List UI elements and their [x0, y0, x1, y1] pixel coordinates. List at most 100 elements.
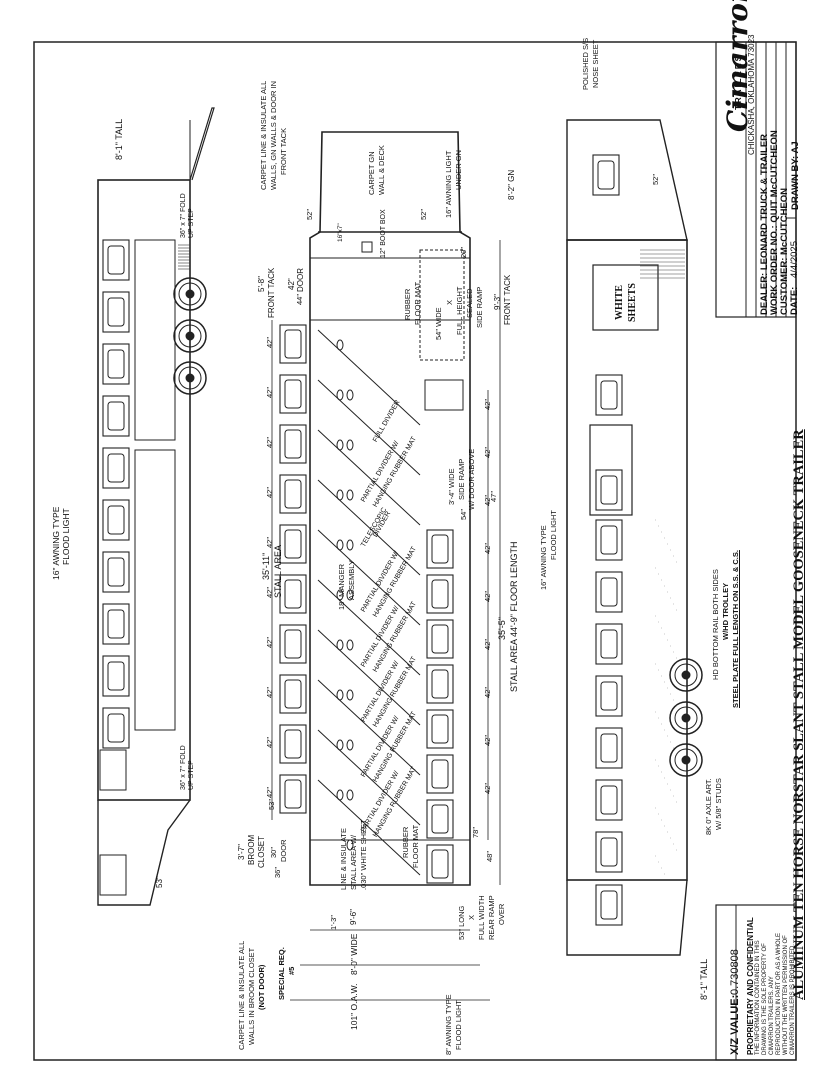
plan-window-left — [279, 324, 307, 364]
dim-9-6: 9'-6" — [349, 909, 358, 925]
dim-20: 20" — [459, 246, 468, 258]
left-step-bot-1: 36" x 7" FOLD — [180, 745, 187, 790]
note-wide-ramp-2: SIDE RAMP — [457, 458, 466, 500]
note-special-2: #5 — [287, 966, 296, 975]
note-rubber-front-1: RUBBER — [403, 288, 412, 320]
note-rear-ramp-1: 53" LONG — [457, 905, 466, 940]
stall-dim-42-right: 42" — [483, 734, 492, 746]
plan-window-right-pane — [431, 534, 449, 564]
stall-divider — [317, 379, 421, 476]
note-carpet-gn-2: WALL & DECK — [377, 145, 386, 195]
plan-window-right-pane — [431, 804, 449, 834]
plan-window-left — [279, 624, 307, 664]
note-broom-3: CLOSET — [257, 835, 266, 868]
stall-area-right-1: 35'-5" — [497, 617, 507, 640]
left-step-top-1: 36" x 7" FOLD — [180, 193, 187, 238]
stall-dim-42: 42" — [265, 536, 274, 548]
right-wheel-hub — [681, 755, 691, 765]
note-broom-2: BROOM — [247, 834, 256, 865]
xz-value: 0.730808 — [729, 949, 741, 995]
right-window — [595, 519, 623, 561]
proprietary-line: THE INFORMATION CONTAINED IN THIS — [755, 940, 761, 1055]
stall-dim-42: 42" — [265, 486, 274, 498]
stall-divider — [317, 729, 421, 826]
dim-8-wide: 8'-0" WIDE — [349, 933, 359, 975]
tie-ring — [346, 739, 354, 751]
date-field: DATE: — [789, 286, 800, 315]
left-window-pane — [107, 713, 125, 743]
dim-front-tack-2: FRONT TACK — [267, 267, 276, 318]
stall-dim-42: 42" — [265, 586, 274, 598]
tie-ring — [336, 689, 344, 701]
stall-divider — [317, 779, 421, 876]
plan-window-right — [426, 529, 454, 569]
tie-ring — [346, 689, 354, 701]
note-rear-ramp-3: FULL WIDTH — [477, 895, 486, 940]
right-window-pane — [600, 629, 618, 659]
note-carpet-broom-1: CARPET LINE & INSULATE ALL — [237, 940, 246, 1050]
right-nose-window — [592, 154, 620, 196]
note-awning-side-2: FLOOD LIGHT — [549, 509, 558, 560]
right-wheel — [669, 658, 703, 692]
left-window — [102, 499, 130, 541]
stall-dim-42: 42" — [265, 386, 274, 398]
left-awning-note-1: 16" AWNING TYPE — [51, 506, 61, 580]
note-boot-box: 12" BOOT BOX — [380, 209, 387, 258]
note-side-ramp-2: X — [445, 299, 454, 305]
stall-dim-42: 42" — [265, 686, 274, 698]
plan-window-left-pane — [284, 579, 302, 609]
xz-label: X/Z VALUE: — [729, 994, 741, 1055]
plan-window-left — [279, 374, 307, 414]
drawing-title: ALUMINUM TEN HORSE NORSTAR SLANT STALL M… — [791, 429, 807, 1000]
left-window-pane — [107, 349, 125, 379]
note-white-sheet-1: LINE & INSULATE — [339, 828, 348, 890]
left-window — [102, 343, 130, 385]
right-window-pane — [600, 837, 618, 867]
plan-window-right-pane — [431, 849, 449, 879]
note-axle-1: 8K 0" AXLE ART. — [704, 778, 713, 835]
note-carpet-front-1: CARPET LINE & INSULATE ALL — [259, 80, 268, 190]
right-wheel — [669, 701, 703, 735]
white-sheets-1: WHITE — [614, 284, 625, 320]
logo-sub: TRAILERS — [734, 54, 743, 110]
dim-36: 36" — [273, 866, 282, 878]
note-white-sheet-2: STALL AREA W/ — [349, 834, 358, 890]
stall-divider — [317, 579, 421, 676]
title-block — [715, 41, 797, 318]
note-rubber-front-2: FLOOR MAT — [413, 281, 422, 325]
dim-front-tack-4: FRONT TACK — [503, 274, 512, 325]
left-wheel-rim — [178, 366, 202, 390]
note-side-ramp-3: FULL HEIGHT — [455, 286, 464, 335]
note-rear-ramp-2: X — [467, 914, 476, 920]
stall-dim-42: 42" — [265, 436, 274, 448]
left-wheel — [173, 277, 207, 311]
stall-dim-42-right: 42" — [483, 590, 492, 602]
right-nose-window-pane — [597, 160, 615, 190]
dim-52b: 52" — [419, 208, 428, 220]
side-view-left — [97, 107, 215, 906]
stall-area-left-1: 35'-11" — [261, 552, 271, 580]
stall-dim-42-right: 42" — [483, 494, 492, 506]
tie-ring — [346, 489, 354, 501]
plan-window-left — [279, 424, 307, 464]
right-window-pane — [600, 577, 618, 607]
stall-divider — [317, 629, 421, 726]
note-rubber-rear-2: FLOOR MAT — [411, 824, 420, 868]
stall-divider — [317, 679, 421, 776]
right-tall-dim: 8'-1" TALL — [699, 958, 709, 1000]
right-window-pane — [600, 785, 618, 815]
right-wheel-rim — [674, 748, 698, 772]
left-dim-53: 53" — [155, 876, 164, 888]
note-awning-rear-1: 8" AWNING TYPE — [444, 994, 453, 1055]
left-window — [102, 291, 130, 333]
right-wheel-rim — [674, 663, 698, 687]
stall-divider — [317, 479, 421, 576]
stall-dim-42-right: 42" — [483, 686, 492, 698]
plan-window-left — [279, 774, 307, 814]
plan-window-right — [426, 709, 454, 749]
xz-block — [715, 904, 797, 1061]
note-axle-2: W/ 5/8" STUDS — [714, 778, 723, 830]
dim-front-tack-3: 9'-3" — [493, 294, 502, 310]
note-polished-1: POLISHED S/S — [581, 37, 590, 90]
